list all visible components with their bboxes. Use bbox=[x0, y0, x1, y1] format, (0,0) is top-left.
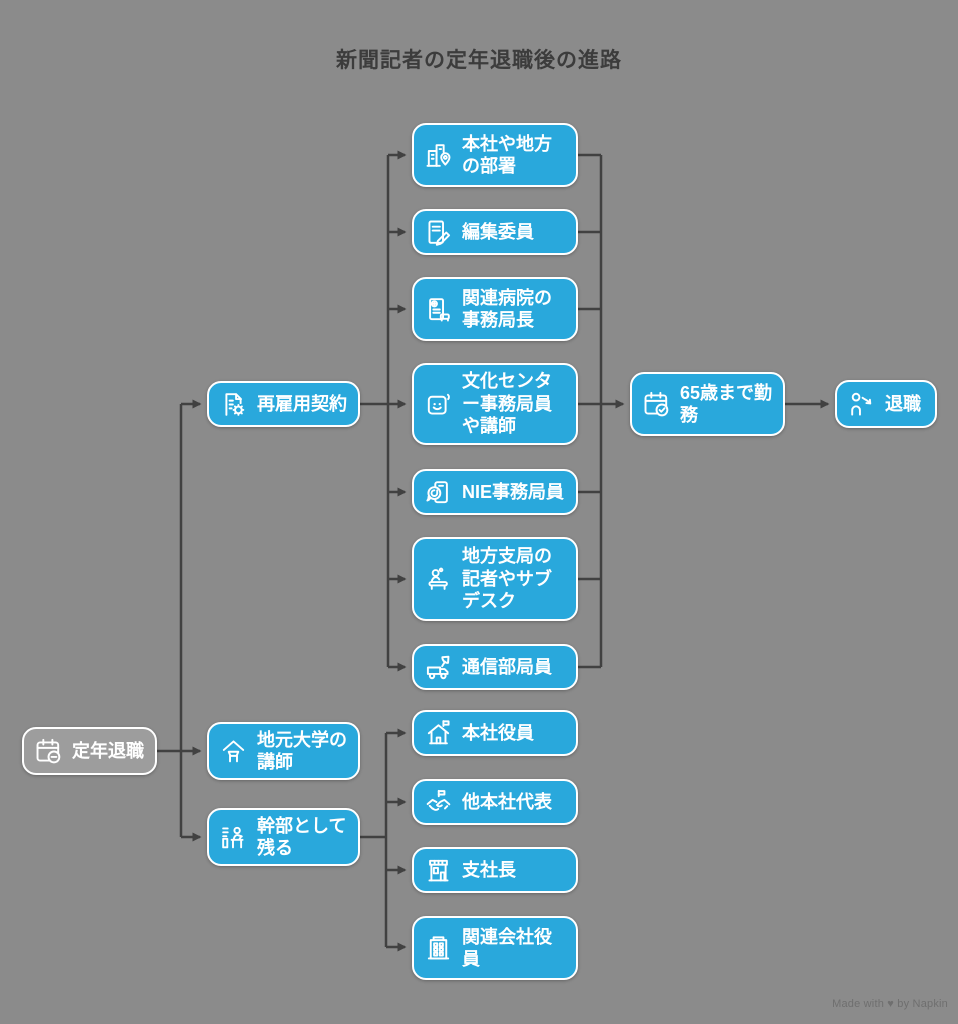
clipboard-medical-icon bbox=[423, 294, 454, 325]
node-honsha-yakuin: 本社役員 bbox=[412, 710, 578, 756]
node-label: 65歳まで勤 務 bbox=[680, 382, 773, 426]
node-henshuu-iin: 編集委員 bbox=[412, 209, 578, 255]
node-label: 他本社代表 bbox=[462, 791, 552, 812]
nie-icon bbox=[423, 477, 454, 508]
node-label: 通信部局員 bbox=[462, 656, 552, 677]
node-label: 地方支局の 記者やサブ デスク bbox=[462, 546, 552, 612]
contract-icon bbox=[218, 389, 249, 420]
napkin-watermark: Made with ♥ by Napkin bbox=[832, 998, 948, 1010]
house-flag-icon bbox=[423, 718, 454, 749]
diagram-title: 新聞記者の定年退職後の進路 bbox=[336, 49, 622, 72]
calendar-check-icon bbox=[641, 389, 672, 420]
node-label: 本社や地方 の部署 bbox=[462, 133, 552, 177]
node-label: 再雇用契約 bbox=[257, 393, 347, 414]
node-label: NIE事務局員 bbox=[462, 481, 565, 502]
office-building-icon bbox=[423, 933, 454, 964]
node-chihou-shikyoku: 地方支局の 記者やサブ デスク bbox=[412, 537, 578, 621]
node-kanbu-nokoru: 幹部として 残る bbox=[207, 808, 360, 866]
node-honsha-chihou-busho: 本社や地方 の部署 bbox=[412, 123, 578, 187]
building-pin-icon bbox=[423, 140, 454, 171]
retire-person-icon bbox=[846, 389, 877, 420]
node-label: 地元大学の 講師 bbox=[257, 729, 347, 773]
node-label: 編集委員 bbox=[462, 221, 534, 242]
reporter-desk-icon bbox=[423, 564, 454, 595]
node-shisha-chou: 支社長 bbox=[412, 847, 578, 893]
document-pen-icon bbox=[423, 217, 454, 248]
executive-desk-icon bbox=[218, 822, 249, 853]
satellite-truck-icon bbox=[423, 652, 454, 683]
node-label: 関連病院の 事務局長 bbox=[462, 287, 552, 331]
node-label: 関連会社役 員 bbox=[462, 926, 552, 970]
calendar-minus-icon bbox=[33, 736, 64, 767]
node-taishoku: 退職 bbox=[835, 380, 937, 428]
node-jimoto-daigaku: 地元大学の 講師 bbox=[207, 722, 360, 780]
node-work-until-65: 65歳まで勤 務 bbox=[630, 372, 785, 436]
handshake-icon bbox=[423, 787, 454, 818]
node-saikoyou-keiyaku: 再雇用契約 bbox=[207, 381, 360, 427]
culture-face-icon bbox=[423, 389, 454, 420]
branch-office-icon bbox=[423, 855, 454, 886]
node-kanren-byouin: 関連病院の 事務局長 bbox=[412, 277, 578, 341]
node-bunka-center: 文化センタ ー事務局員 や講師 bbox=[412, 363, 578, 445]
node-label: 定年退職 bbox=[72, 740, 144, 761]
node-label: 支社長 bbox=[462, 859, 516, 880]
lecture-house-icon bbox=[218, 736, 249, 767]
node-nie-jimukyokuin: NIE事務局員 bbox=[412, 469, 578, 515]
node-label: 本社役員 bbox=[462, 722, 534, 743]
node-teinen-taishoku: 定年退職 bbox=[22, 727, 157, 775]
node-label: 文化センタ ー事務局員 や講師 bbox=[462, 371, 552, 437]
node-tahonsha-daihyou: 他本社代表 bbox=[412, 779, 578, 825]
node-label: 幹部として 残る bbox=[257, 815, 347, 859]
node-kanren-kaisha: 関連会社役 員 bbox=[412, 916, 578, 980]
node-label: 退職 bbox=[885, 393, 921, 414]
node-tsuushinbu: 通信部局員 bbox=[412, 644, 578, 690]
